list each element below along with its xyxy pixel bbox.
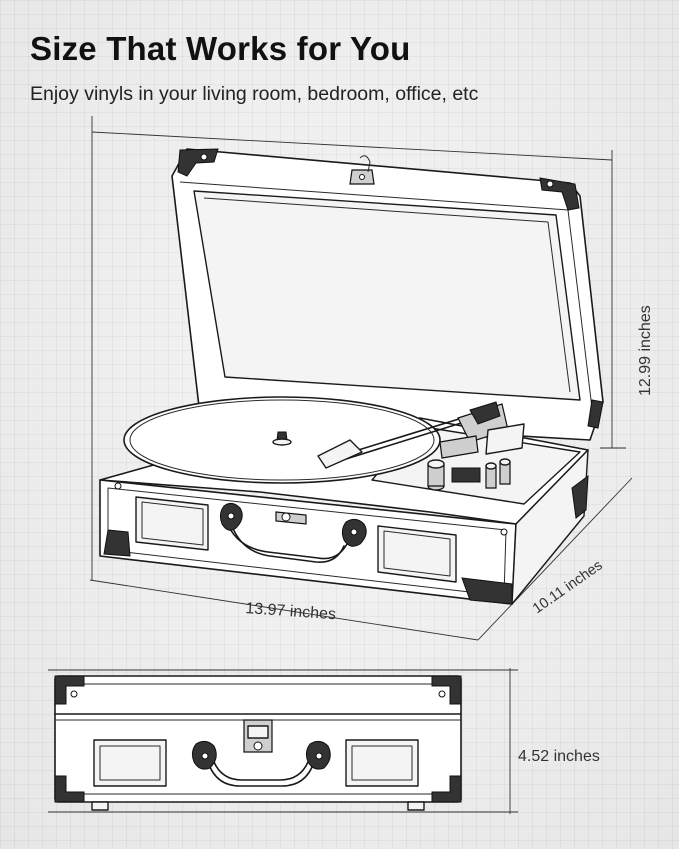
control-knobs: [427, 458, 511, 491]
dimension-lines: [48, 116, 633, 814]
page-subtitle: Enjoy vinyls in your living room, bedroo…: [30, 83, 479, 105]
carry-handle: [219, 502, 367, 563]
height-dimension-label: 12.99 inches: [637, 305, 654, 396]
left-speaker-grille: [135, 496, 209, 551]
right-speaker-grille: [377, 525, 457, 583]
front-height-dimension-label: 4.52 inches: [518, 748, 600, 765]
turntable-front-view: [54, 675, 462, 811]
page-title: Size That Works for You: [30, 30, 411, 67]
turntable-open-view: [99, 148, 604, 605]
